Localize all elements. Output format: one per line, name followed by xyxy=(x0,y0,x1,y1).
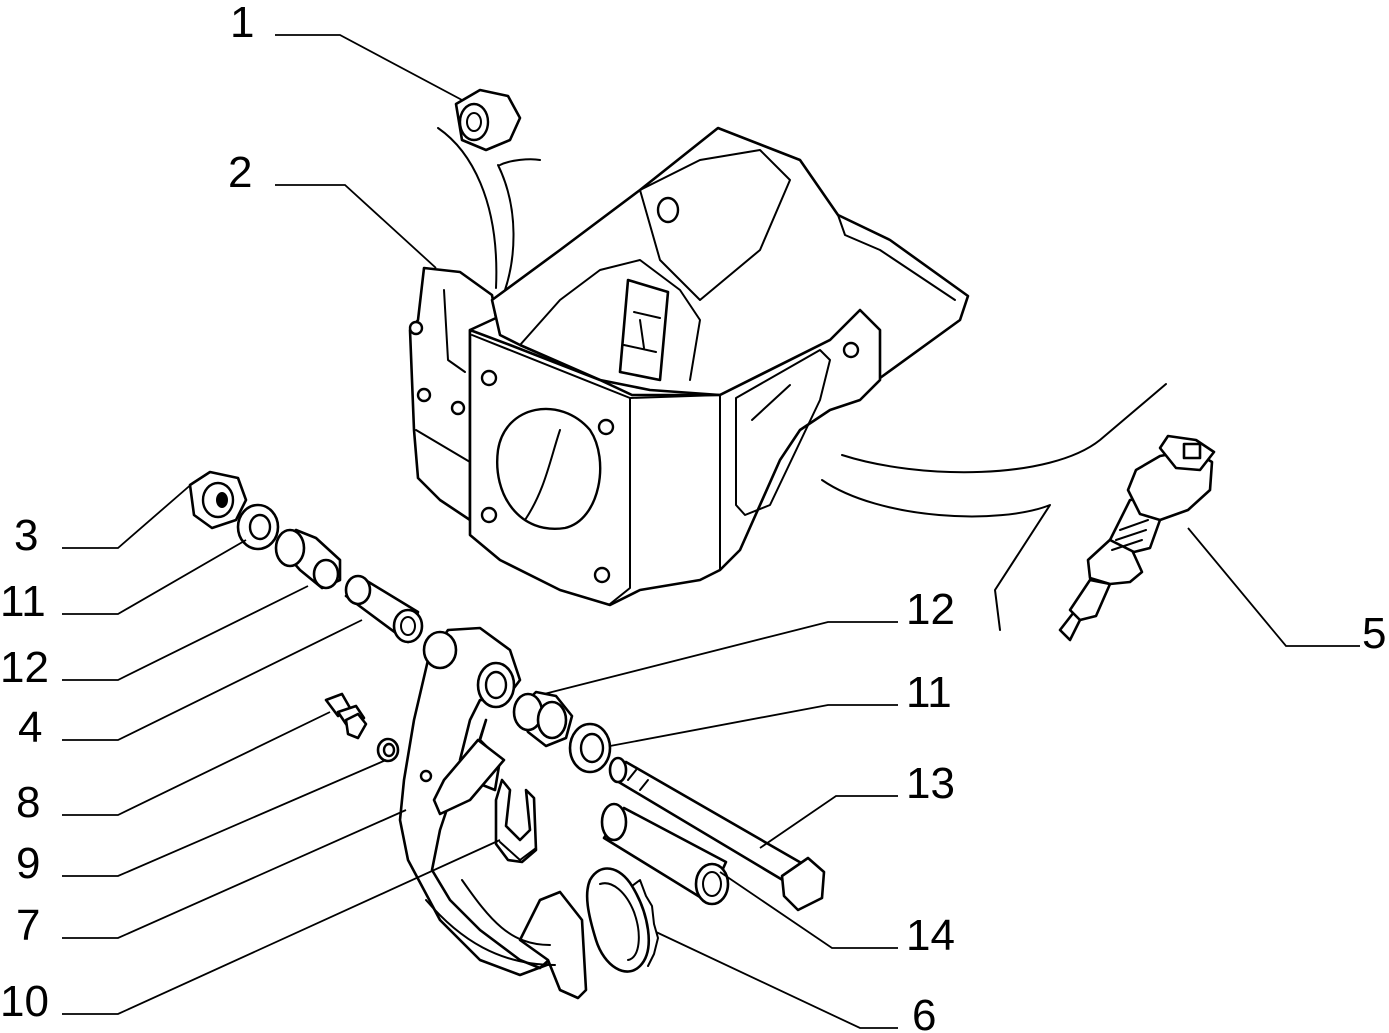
callout-5: 5 xyxy=(1362,609,1386,658)
leader-8 xyxy=(62,711,331,816)
leader-11a xyxy=(62,539,247,615)
pedal-arm-part-7[interactable] xyxy=(398,626,588,1000)
callout-12-left: 12 xyxy=(0,643,49,692)
callout-12-right: 12 xyxy=(906,585,955,634)
callout-11-left: 11 xyxy=(0,577,46,626)
leader-1 xyxy=(275,34,463,101)
leader-6 xyxy=(655,931,898,1029)
callout-3: 3 xyxy=(14,511,38,560)
callout-1: 1 xyxy=(230,0,254,47)
curve-guide xyxy=(841,383,1167,474)
curve-guide xyxy=(497,164,515,291)
pedal-bracket-part[interactable] xyxy=(408,126,970,607)
leader-9 xyxy=(62,759,387,877)
leader-11b xyxy=(609,704,898,747)
shaft-part-13[interactable] xyxy=(608,756,826,912)
leader-2 xyxy=(275,184,437,269)
callout-14: 14 xyxy=(906,911,955,960)
pin-part-8[interactable] xyxy=(324,692,368,740)
curve-guide xyxy=(499,158,541,166)
leader-12a xyxy=(62,585,309,681)
tube-part-14[interactable] xyxy=(600,802,730,906)
callout-8: 8 xyxy=(16,778,40,827)
callout-10: 10 xyxy=(0,977,49,1026)
callout-11-right: 11 xyxy=(906,668,952,717)
leader-12b xyxy=(543,621,898,695)
leader-10 xyxy=(62,839,501,1015)
leader-4 xyxy=(62,619,363,741)
ring-part-9[interactable] xyxy=(376,737,400,763)
bushing-part-1[interactable] xyxy=(454,88,522,152)
leader-13 xyxy=(759,795,898,849)
callout-6: 6 xyxy=(912,991,936,1033)
washer-part-11-right[interactable] xyxy=(568,722,612,774)
callout-2: 2 xyxy=(228,148,252,197)
callout-7: 7 xyxy=(16,901,40,950)
leader-3 xyxy=(62,481,195,549)
flanged-bush-part-12-left[interactable] xyxy=(274,528,342,590)
spacer-tube-part-4[interactable] xyxy=(344,574,424,644)
callout-4: 4 xyxy=(18,703,42,752)
spring-clip-part-10[interactable] xyxy=(494,778,538,864)
leader-7 xyxy=(62,809,407,939)
curve-guide xyxy=(437,127,498,289)
leader-5 xyxy=(1187,527,1360,647)
callout-13: 13 xyxy=(906,759,955,808)
callout-9: 9 xyxy=(16,839,40,888)
stop-switch-part-5[interactable] xyxy=(1058,434,1216,642)
pedal-pad-part-6[interactable] xyxy=(585,867,659,973)
bushing-part-3[interactable] xyxy=(188,470,248,530)
washer-part-11-left[interactable] xyxy=(236,503,280,551)
curve-guide xyxy=(821,479,1051,631)
leader-14 xyxy=(719,871,898,949)
flanged-bush-part-12-right[interactable] xyxy=(512,690,574,748)
